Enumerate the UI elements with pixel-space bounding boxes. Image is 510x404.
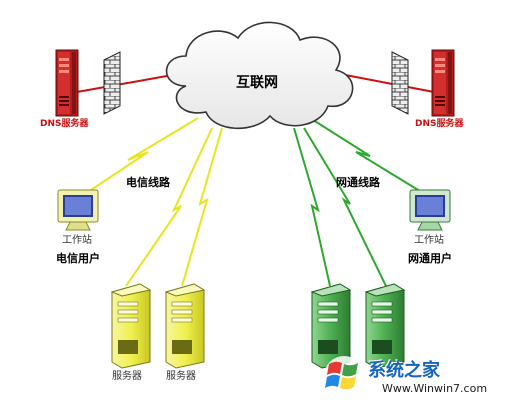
dns-server-left bbox=[55, 49, 79, 117]
dns-link-right bbox=[339, 73, 435, 93]
internet-cloud bbox=[165, 21, 354, 130]
telecom-server-2 bbox=[164, 283, 206, 369]
netcom-link-server-1 bbox=[293, 127, 331, 287]
telecom-server-2-label: 服务器 bbox=[166, 371, 196, 382]
dns-links bbox=[76, 73, 435, 93]
netcom-links bbox=[293, 117, 429, 287]
telecom-user-label: 电信用户 bbox=[56, 252, 100, 265]
dns-link-left bbox=[76, 73, 179, 93]
netcom-server-2 bbox=[364, 283, 406, 369]
internet-label: 互联网 bbox=[236, 75, 278, 91]
dns-server-right-label: DNS服务器 bbox=[415, 119, 464, 129]
netcom-link-server-2 bbox=[303, 127, 387, 287]
workstation-netcom bbox=[409, 189, 451, 231]
netcom-line-label: 网通线路 bbox=[336, 176, 380, 189]
netcom-link-workstation bbox=[309, 117, 429, 197]
workstation-telecom-label: 工作站 bbox=[62, 235, 92, 246]
telecom-link-server-2 bbox=[181, 127, 223, 287]
watermark-site-name: 系统之家 bbox=[368, 360, 440, 381]
firewall-right bbox=[391, 51, 409, 115]
telecom-server-1-label: 服务器 bbox=[112, 371, 142, 382]
netcom-user-label: 网通用户 bbox=[408, 252, 452, 265]
dns-server-right bbox=[431, 49, 455, 117]
workstation-netcom-label: 工作站 bbox=[414, 235, 444, 246]
telecom-link-server-1 bbox=[125, 127, 213, 287]
telecom-links bbox=[81, 117, 223, 287]
netcom-server-1 bbox=[310, 283, 352, 369]
telecom-line-label: 电信线路 bbox=[126, 176, 170, 189]
watermark-logo bbox=[324, 356, 364, 396]
firewall-left bbox=[103, 51, 121, 115]
workstation-telecom bbox=[57, 189, 99, 231]
telecom-link-workstation bbox=[81, 117, 199, 197]
watermark-url: Www.Winwin7.com bbox=[382, 382, 488, 395]
telecom-server-1 bbox=[110, 283, 152, 369]
dns-server-left-label: DNS服务器 bbox=[40, 119, 89, 129]
